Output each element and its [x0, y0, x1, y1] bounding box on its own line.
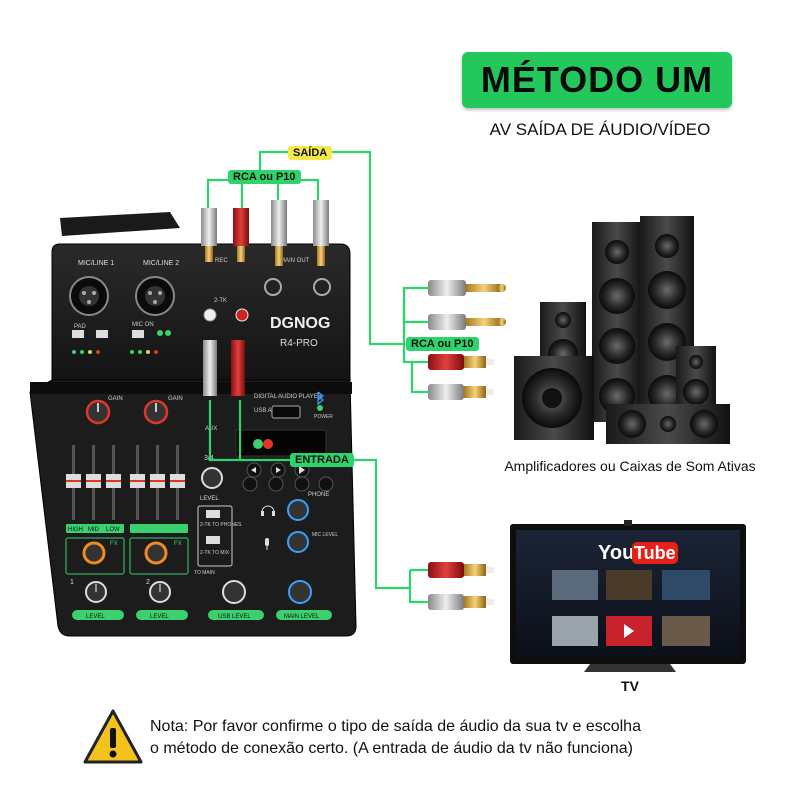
ch2-label: MIC/LINE 2 [143, 260, 179, 267]
eq-sliders[interactable] [66, 445, 185, 520]
rca-plugs-speaker [428, 354, 494, 400]
xlr-input-1[interactable] [69, 276, 109, 316]
note-line-1: Nota: Por favor confirme o tipo de saída… [150, 718, 641, 735]
level34-knob[interactable] [201, 467, 223, 489]
player-label: DIGITAL AUDIO PLAYER [254, 394, 323, 400]
tv [510, 520, 746, 672]
level-knob-1[interactable] [85, 581, 107, 603]
eq-mid-label: MID [88, 527, 100, 533]
tk-mix-label: 2-TK TO MIX [200, 550, 230, 556]
tv-logo-you: You [598, 542, 634, 564]
mixer: MIC/LINE 1 MIC/LINE 2 PAD MIC ON DGNOG R… [29, 200, 357, 637]
tv-caption: TV [621, 678, 639, 694]
rec-plugs [201, 200, 329, 396]
entrada-tag: ENTRADA [290, 453, 354, 467]
phone-label: PHONE [308, 492, 329, 498]
gain-label-2: GAIN [168, 396, 183, 402]
fx-label-1: FX [110, 541, 118, 547]
bluetooth-icon [317, 391, 324, 406]
tk-phones-button[interactable] [206, 510, 220, 518]
tk-phones-label: 2-TK TO PHONES [200, 522, 242, 528]
rca-top-tag: RCA ou P10 [228, 170, 301, 184]
eq-high-label: HIGH [68, 527, 83, 533]
mixer-brand: DGNOG [270, 315, 330, 332]
warning-icon [83, 709, 143, 764]
usb-audio-label: USB AUDIO [254, 408, 287, 414]
mic-on-button[interactable] [132, 330, 144, 338]
rec-label: REC [215, 258, 228, 264]
level-label-2: LEVEL [150, 614, 169, 620]
page-title: MÉTODO UM [480, 59, 714, 100]
level-label-1: LEVEL [86, 614, 105, 620]
usb-level-label: USB LEVEL [218, 614, 251, 620]
title-banner: MÉTODO UM [462, 52, 732, 108]
level-knob-2[interactable] [149, 581, 171, 603]
gain-knob-2[interactable] [143, 399, 169, 425]
subtitle: AV SAÍDA DE ÁUDIO/VÍDEO [489, 120, 711, 139]
mixer-model: R4-PRO [280, 338, 318, 349]
mixer-top-panel [51, 243, 351, 381]
antenna [60, 212, 180, 236]
two-tk-label: 2-TK [214, 298, 227, 304]
note-line-2: o método de conexão certo. (A entrada de… [150, 740, 633, 757]
main-out-label: MAIN OUT [280, 258, 310, 264]
mic-level-label: MIC LEVEL [312, 532, 338, 538]
prev-icon[interactable] [246, 462, 262, 478]
fx-knob-2[interactable] [144, 541, 168, 565]
pad-button[interactable] [72, 330, 84, 338]
gain-knob-1[interactable] [85, 399, 111, 425]
to-main-label: TO MAIN [194, 570, 215, 576]
cables [206, 150, 428, 604]
xlr-input-2[interactable] [135, 276, 175, 316]
jack-plugs-speaker [428, 280, 506, 330]
meter-leds [72, 350, 158, 354]
power-led [317, 405, 323, 411]
player-display [235, 429, 327, 457]
tv-logo-tube: Tube [634, 543, 676, 563]
ch1-number: 1 [70, 579, 74, 586]
mic-icon [265, 538, 269, 550]
phone-knob[interactable] [287, 499, 309, 521]
saida-tag: SAÍDA [288, 146, 333, 160]
level34-label: LEVEL [200, 496, 219, 502]
gain-label-1: GAIN [108, 396, 123, 402]
speaker-caption: Amplificadores ou Caixas de Som Ativas [504, 458, 756, 474]
headphone-icon [261, 505, 275, 516]
fx-knob-1[interactable] [82, 541, 106, 565]
aux-label: AUX [205, 426, 217, 432]
next-icon[interactable] [270, 462, 286, 478]
eq-low-label: LOW [106, 527, 120, 533]
main-level-knob[interactable] [288, 580, 312, 604]
note: Nota: Por favor confirme o tipo de saída… [150, 716, 790, 760]
rca-mid-tag: RCA ou P10 [406, 337, 479, 351]
ch1-label: MIC/LINE 1 [78, 260, 114, 267]
usb-port[interactable] [271, 405, 301, 419]
phantom-button[interactable] [96, 330, 108, 338]
mic-on-label: MIC ON [132, 322, 154, 328]
tk-mix-button[interactable] [206, 536, 220, 544]
fx-label-2: FX [174, 541, 182, 547]
ch2-number: 2 [146, 579, 150, 586]
usb-level-knob[interactable] [222, 580, 246, 604]
pad-label: PAD [74, 324, 87, 330]
mic-level-knob[interactable] [287, 531, 309, 553]
rca-2tk-r[interactable] [235, 308, 249, 322]
rca-plugs-tv [428, 562, 494, 610]
speakers [514, 216, 730, 444]
main-level-label: MAIN LEVEL [284, 614, 320, 620]
power-label: POWER [314, 414, 333, 420]
rca-2tk-l[interactable] [203, 308, 217, 322]
